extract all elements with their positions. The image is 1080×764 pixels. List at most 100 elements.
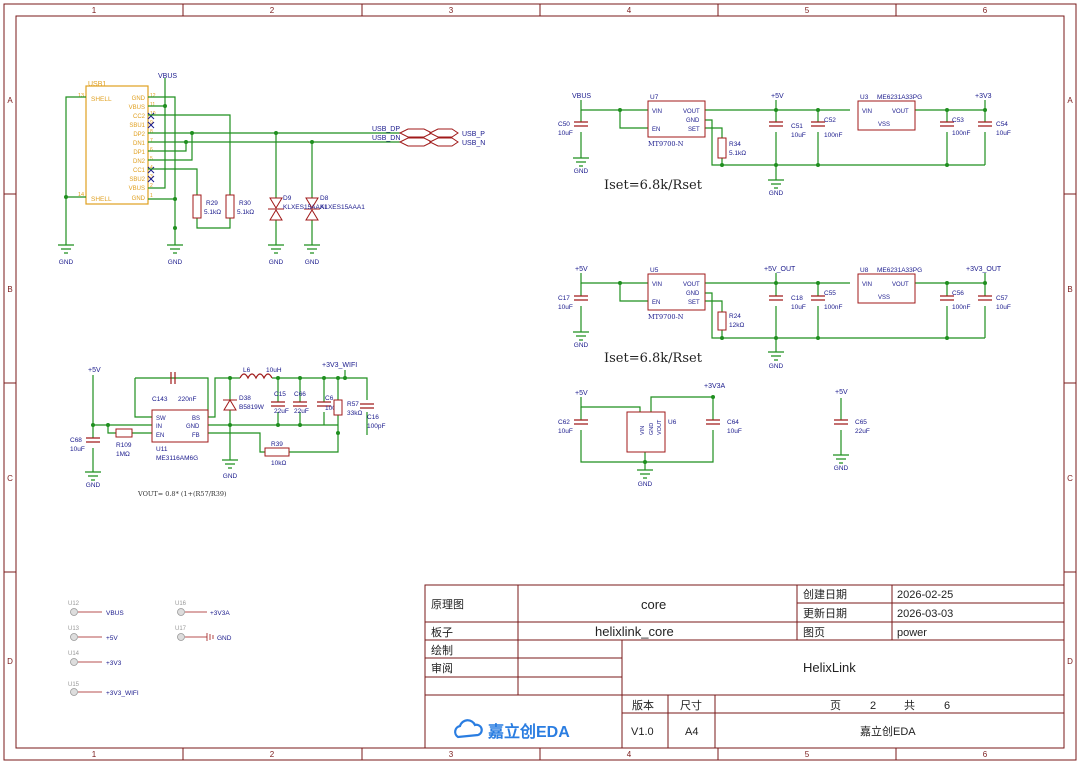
c57-val: 10uF bbox=[996, 304, 1011, 311]
u8-pin-vin: VIN bbox=[862, 282, 872, 288]
usb-pinnum-2: 2 bbox=[150, 183, 153, 189]
tb-page-total: 6 bbox=[944, 700, 950, 712]
usb-pin-13: 13 bbox=[78, 93, 84, 99]
capacitor-c18[interactable] bbox=[769, 295, 783, 301]
u8-ref: U8 bbox=[860, 267, 869, 274]
u11-part: ME3116AM6G bbox=[156, 455, 198, 462]
u6-pin-vin: VIN bbox=[640, 426, 646, 435]
usb-section: USB1 VBUS SHELL SHELL 13 14 GND VBUS CC2… bbox=[58, 73, 485, 266]
c16-ref: C16 bbox=[367, 414, 379, 421]
frame-col-1b: 1 bbox=[92, 750, 97, 759]
u5-pin-gnd: GND bbox=[686, 291, 700, 297]
capacitor-c57[interactable] bbox=[978, 295, 992, 301]
c18-ref: C18 bbox=[791, 295, 803, 302]
capacitor-c15[interactable] bbox=[271, 401, 285, 407]
capacitor-c51[interactable] bbox=[769, 121, 783, 127]
net-3v3-out: +3V3_OUT bbox=[966, 266, 1002, 273]
resistor-r109[interactable] bbox=[115, 428, 133, 438]
ic-u11[interactable] bbox=[151, 409, 209, 443]
capacitor-c64[interactable] bbox=[706, 419, 720, 425]
c143-ref: C143 bbox=[152, 396, 168, 403]
frame-row-c: C bbox=[7, 474, 13, 483]
net-3v3-top: +3V3 bbox=[975, 93, 992, 100]
usb-connector[interactable] bbox=[85, 85, 149, 205]
ldo-small-section: +5V +3V3A C62 10uF U6 VIN GND VOUT C64 1… bbox=[558, 383, 870, 488]
gnd-label-4: GND bbox=[305, 259, 320, 266]
usb-pinnum-11: 11 bbox=[150, 102, 155, 108]
tb-page-value: power bbox=[897, 627, 927, 639]
u11-pin-gnd: GND bbox=[186, 424, 200, 430]
resistor-r30[interactable] bbox=[225, 194, 235, 219]
resistor-r34[interactable] bbox=[717, 137, 727, 159]
port-u14-ref: U14 bbox=[68, 651, 80, 657]
ic-u5[interactable] bbox=[647, 273, 706, 311]
frame-row-a: A bbox=[7, 96, 13, 105]
capacitor-c16[interactable] bbox=[360, 403, 374, 409]
gnd-label-bot: GND bbox=[769, 363, 784, 370]
r30-ref: R30 bbox=[239, 200, 251, 207]
c52-val: 100nF bbox=[824, 132, 842, 139]
c52-ref: C52 bbox=[824, 117, 836, 124]
c68-val: 10uF bbox=[70, 446, 85, 453]
tb-drawn-label: 绘制 bbox=[431, 643, 453, 657]
usb-pinnum-8: 8 bbox=[150, 129, 153, 135]
capacitor-c53[interactable] bbox=[940, 121, 954, 127]
c54-val: 10uF bbox=[996, 130, 1011, 137]
tvs-diode-d9[interactable] bbox=[268, 197, 284, 221]
usb-pin-sbu1: SBU1 bbox=[129, 123, 145, 129]
inductor-l6[interactable] bbox=[239, 373, 273, 380]
ic-u7[interactable] bbox=[647, 100, 706, 138]
c6x-ref: C6 bbox=[325, 395, 334, 402]
gnd-label-1: GND bbox=[59, 259, 74, 266]
capacitor-c56[interactable] bbox=[940, 295, 954, 301]
port-u17-ref: U17 bbox=[175, 626, 187, 632]
c65-val: 22uF bbox=[855, 428, 870, 435]
ic-u8[interactable] bbox=[857, 273, 916, 304]
capacitor-c52[interactable] bbox=[811, 121, 825, 127]
capacitor-c62[interactable] bbox=[574, 419, 588, 425]
usb-p-port-icon bbox=[398, 128, 434, 138]
u6-ref: U6 bbox=[668, 419, 677, 426]
frame-col-2b: 2 bbox=[270, 750, 275, 759]
net-usb-p: USB_P bbox=[462, 131, 485, 138]
tb-version-label: 版本 bbox=[632, 698, 654, 712]
port-u15-net: +3V3_WIFI bbox=[106, 690, 139, 697]
frame-row-a-r: A bbox=[1067, 96, 1073, 105]
c56-ref: C56 bbox=[952, 290, 964, 297]
capacitor-c17[interactable] bbox=[574, 295, 588, 301]
usb-pin-dp2: DP2 bbox=[133, 132, 145, 138]
resistor-r57[interactable] bbox=[333, 399, 343, 416]
usb-shell-1: SHELL bbox=[91, 96, 112, 103]
title-block bbox=[424, 584, 1065, 749]
capacitor-c68[interactable] bbox=[86, 437, 100, 443]
tb-size-label: 尺寸 bbox=[680, 698, 702, 712]
cloud-icon bbox=[454, 719, 483, 739]
net-5v-c65: +5V bbox=[835, 389, 848, 396]
capacitor-c54[interactable] bbox=[978, 121, 992, 127]
tb-board-label: 板子 bbox=[431, 625, 453, 639]
u11-pin-fb: FB bbox=[192, 433, 200, 439]
c62-ref: C62 bbox=[558, 419, 570, 426]
resistor-r24[interactable] bbox=[717, 311, 727, 331]
ic-u6[interactable] bbox=[626, 411, 666, 453]
capacitor-c65[interactable] bbox=[834, 419, 848, 425]
capacitor-c6x[interactable] bbox=[317, 401, 331, 407]
resistor-r29[interactable] bbox=[192, 194, 202, 219]
c64-val: 10uF bbox=[727, 428, 742, 435]
schottky-d38[interactable] bbox=[223, 399, 237, 411]
l6-val: 10uH bbox=[266, 367, 282, 374]
capacitor-c66[interactable] bbox=[293, 401, 307, 407]
port-u12-net: VBUS bbox=[106, 610, 124, 617]
r57-val: 33kΩ bbox=[347, 410, 362, 417]
u7-ref: U7 bbox=[650, 94, 659, 101]
frame-col-3: 3 bbox=[449, 6, 454, 15]
tvs-diode-d8[interactable] bbox=[304, 197, 320, 221]
u3-pin-vout: VOUT bbox=[892, 109, 909, 115]
capacitor-c50[interactable] bbox=[574, 121, 588, 127]
capacitor-c143[interactable] bbox=[170, 372, 176, 384]
resistor-r39[interactable] bbox=[264, 447, 290, 457]
capacitor-c55[interactable] bbox=[811, 295, 825, 301]
u7-pin-vin: VIN bbox=[652, 109, 662, 115]
r109-ref: R109 bbox=[116, 442, 132, 449]
ic-u3[interactable] bbox=[857, 100, 916, 131]
